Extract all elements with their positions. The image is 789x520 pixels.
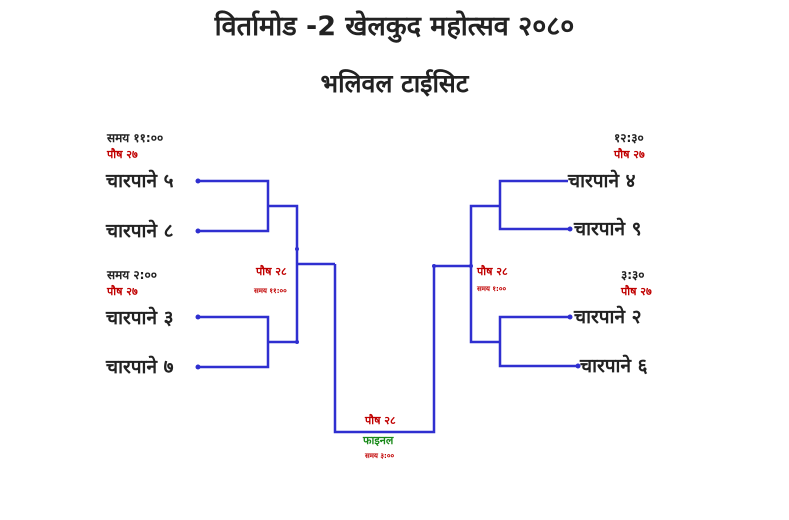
final-label: फाइनल xyxy=(363,434,394,447)
team-right-1: चारपाने ४ xyxy=(568,170,636,192)
final-time: समय ३:०० xyxy=(365,452,395,460)
right-match1-time: १२:३० xyxy=(614,131,644,145)
team-left-4: चारपाने ७ xyxy=(106,356,174,378)
bracket-line-right-semi xyxy=(469,204,500,344)
bracket-line-right-m2 xyxy=(498,315,578,368)
team-left-3: चारपाने ३ xyxy=(106,307,174,329)
page-title: विर्तामोड -2 खेलकुद महोत्सव २०८० xyxy=(214,11,575,42)
page-subtitle: भलिवल टाईसिट xyxy=(320,69,469,98)
bracket-line-left-m1 xyxy=(198,179,270,233)
left-match2-time: समय २:०० xyxy=(107,268,157,282)
left-match1-date: पौष २७ xyxy=(107,148,138,161)
left-match2-date: पौष २७ xyxy=(107,285,138,298)
bracket-line-left-m2 xyxy=(198,315,270,369)
team-left-2: चारपाने ८ xyxy=(106,220,174,242)
right-match2-date: पौष २७ xyxy=(621,285,652,298)
team-right-4: चारपाने ६ xyxy=(580,355,648,377)
team-right-2: चारपाने ९ xyxy=(574,218,642,240)
bracket-line-right-m1 xyxy=(498,179,570,231)
bracket-line-left-semi xyxy=(268,204,299,344)
team-left-1: चारपाने ५ xyxy=(106,170,174,192)
final-date: पौष २८ xyxy=(365,414,396,427)
right-semi-time: समय १:०० xyxy=(477,285,507,293)
left-semi-date: पौष २८ xyxy=(256,265,287,278)
left-semi-time: समय ११:०० xyxy=(254,287,287,295)
left-match1-time: समय ११:०० xyxy=(107,131,164,145)
right-match2-time: ३:३० xyxy=(621,268,645,282)
team-right-3: चारपाने २ xyxy=(574,306,642,328)
bracket-line-final xyxy=(333,264,436,434)
right-match1-date: पौष २७ xyxy=(614,148,645,161)
right-semi-date: पौष २८ xyxy=(477,265,508,278)
